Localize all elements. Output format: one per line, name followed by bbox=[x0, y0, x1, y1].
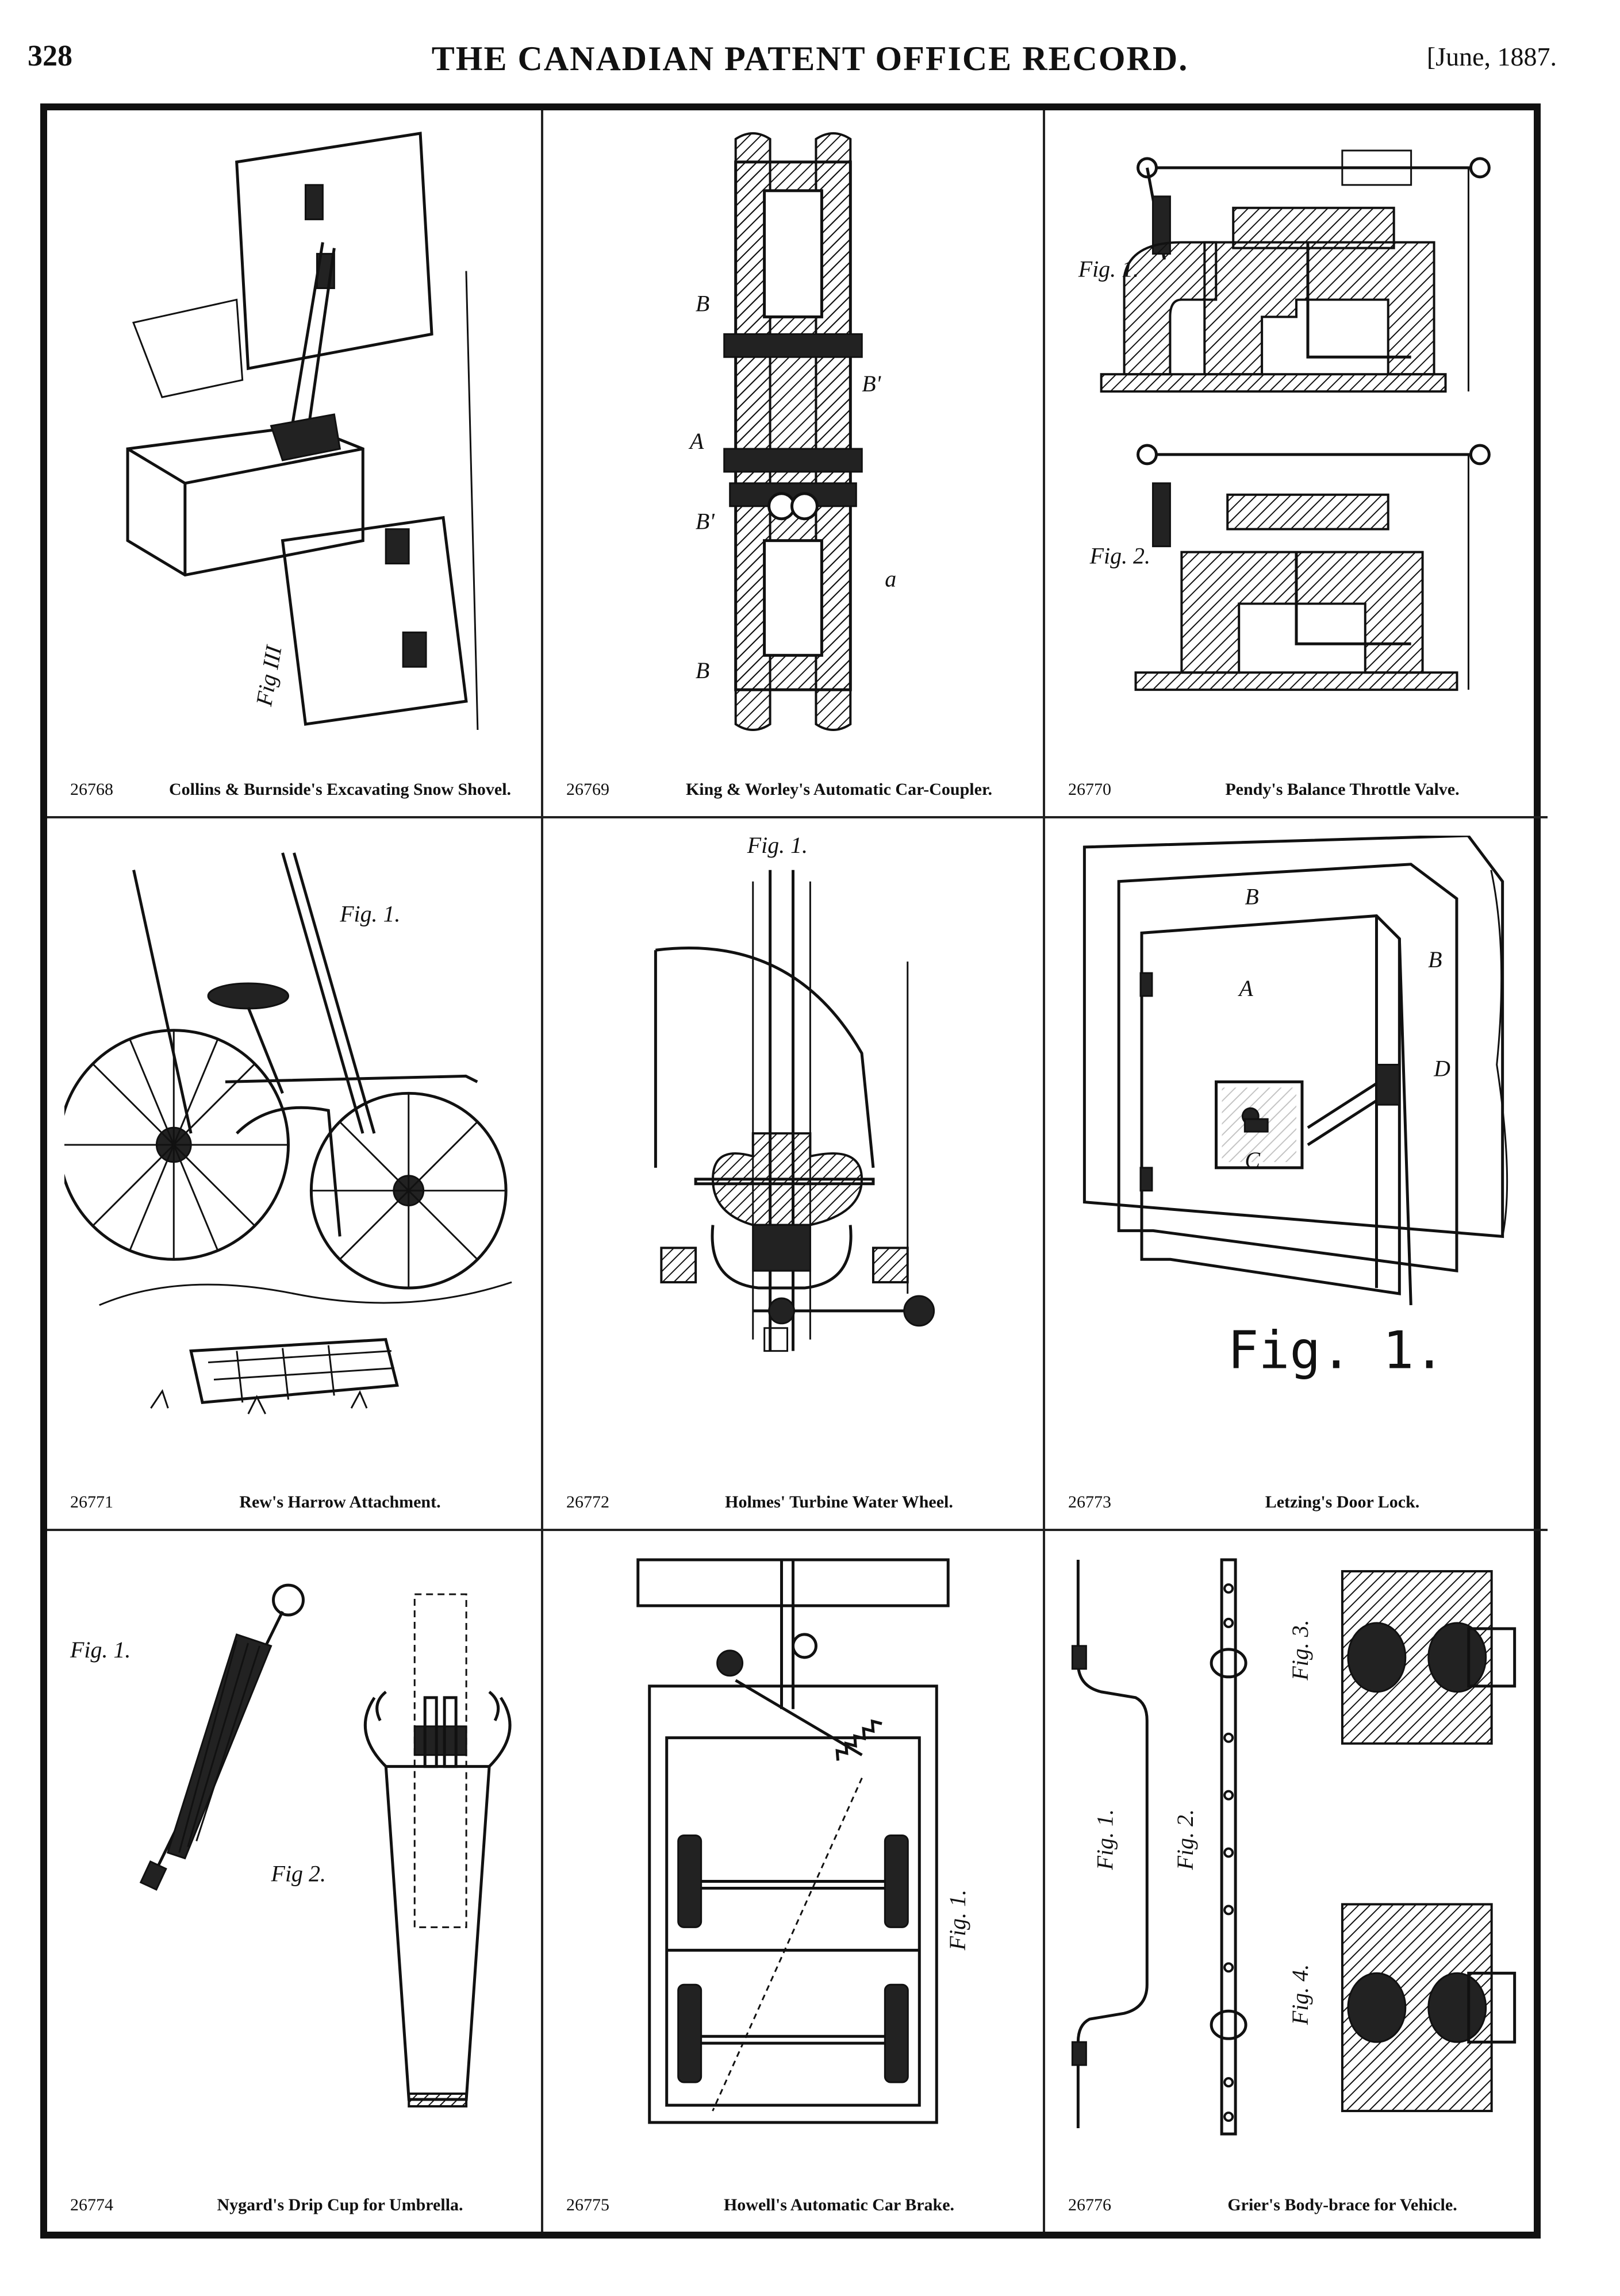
label-D: D bbox=[1433, 1055, 1450, 1081]
label-a: a bbox=[885, 566, 896, 591]
label-B-2: B bbox=[1428, 947, 1442, 972]
publication-title: THE CANADIAN PATENT OFFICE RECORD. bbox=[431, 40, 1189, 78]
patent-caption: 26769 King & Worley's Automatic Car-Coup… bbox=[566, 745, 1026, 800]
label-B-prime-2: B' bbox=[696, 509, 715, 534]
patent-drawing-snow-shovel: Fig III bbox=[64, 128, 524, 736]
patent-grid: Fig III 26768 Collins & Burnside's Excav… bbox=[47, 110, 1548, 2232]
patent-drawing-drip-cup: Fig. 1. Fig 2. bbox=[64, 1548, 524, 2151]
snow-shovel-svg: Fig III bbox=[126, 132, 479, 730]
fig-label: Fig. 2. bbox=[1089, 543, 1150, 569]
patent-number: 26769 bbox=[566, 780, 609, 799]
patent-cell-26769: B B' A B' a B 26769 King & Worley's Auto… bbox=[543, 110, 1045, 818]
patent-title: Howell's Automatic Car Brake. bbox=[723, 2195, 955, 2214]
fig-label: Fig. 1. bbox=[339, 901, 400, 926]
patent-drawing-turbine: Fig. 1. bbox=[561, 836, 1026, 1448]
fig-label: Fig. 3. bbox=[1287, 1620, 1313, 1680]
patent-drawing-car-brake: Fig. 1. bbox=[561, 1548, 1026, 2151]
patent-drawing-throttle-valve: Fig. 1. Fig. 2. bbox=[1062, 128, 1530, 736]
patent-drawing-car-coupler: B B' A B' a B bbox=[561, 128, 1026, 736]
patent-cell-26770: Fig. 1. Fig. 2. 26770 Pendy's Balance Th… bbox=[1045, 110, 1548, 818]
door-lock-svg: B B A C D Fig. 1. bbox=[1082, 836, 1508, 1381]
patent-cell-26773: B B A C D Fig. 1. 26773 Letzing's Door L… bbox=[1045, 818, 1548, 1531]
page-number: 328 bbox=[28, 40, 72, 72]
patent-title: Letzing's Door Lock. bbox=[1265, 1493, 1420, 1512]
harrow-svg: Fig. 1. bbox=[64, 852, 512, 1414]
patent-number: 26773 bbox=[1068, 1493, 1111, 1512]
car-coupler-svg: B B' A B' a B bbox=[688, 132, 896, 731]
patent-caption: 26771 Rew's Harrow Attachment. bbox=[70, 1457, 524, 1513]
patent-cell-26772: Fig. 1. bbox=[543, 818, 1045, 1531]
patent-cell-26775: Fig. 1. 26775 Howell's Automatic Car Bra… bbox=[543, 1531, 1045, 2232]
fig-label: Fig. 1. bbox=[1092, 1809, 1118, 1870]
patent-title: Nygard's Drip Cup for Umbrella. bbox=[217, 2195, 463, 2214]
label-B-2: B bbox=[696, 657, 709, 683]
patent-cell-26768: Fig III 26768 Collins & Burnside's Excav… bbox=[47, 110, 543, 818]
patent-drawing-harrow: Fig. 1. bbox=[64, 836, 524, 1448]
page-header: 328 THE CANADIAN PATENT OFFICE RECORD. [… bbox=[0, 0, 1620, 98]
patent-title: Pendy's Balance Throttle Valve. bbox=[1225, 780, 1460, 799]
label-B: B bbox=[1245, 884, 1258, 910]
turbine-svg: Fig. 1. bbox=[654, 836, 935, 1352]
fig-label: Fig. 1. bbox=[70, 1637, 130, 1663]
patent-number: 26775 bbox=[566, 2195, 609, 2214]
label-B-prime: B' bbox=[862, 371, 881, 397]
fig-label: Fig. 1. bbox=[1227, 1321, 1445, 1381]
drip-cup-svg: Fig. 1. Fig 2. bbox=[70, 1583, 512, 2107]
patent-caption: 26775 Howell's Automatic Car Brake. bbox=[566, 2160, 1026, 2216]
fig-label: Fig. 1. bbox=[1078, 256, 1139, 282]
patent-caption: 26768 Collins & Burnside's Excavating Sn… bbox=[70, 745, 524, 800]
label-A: A bbox=[1237, 975, 1253, 1001]
axle-lower bbox=[677, 1983, 909, 2083]
body-brace-svg: Fig. 1. Fig. 2. Fig. bbox=[1071, 1558, 1517, 2136]
plate-frame: Fig III 26768 Collins & Burnside's Excav… bbox=[40, 103, 1548, 2239]
patent-cell-26776: Fig. 1. Fig. 2. Fig. bbox=[1045, 1531, 1548, 2232]
patent-cell-26771: Fig. 1. 26771 Rew's Harrow Attachment. bbox=[47, 818, 543, 1531]
patent-drawing-body-brace: Fig. 1. Fig. 2. Fig. bbox=[1062, 1548, 1530, 2151]
fig-label: Fig III bbox=[251, 643, 287, 708]
patent-number: 26770 bbox=[1068, 780, 1111, 799]
fig-label: Fig. 1. bbox=[945, 1890, 970, 1951]
fig-label: Fig 2. bbox=[271, 1860, 326, 1886]
label-B: B bbox=[696, 290, 709, 316]
issue-date: [June, 1887. bbox=[1426, 42, 1557, 71]
fig-label: Fig. 2. bbox=[1172, 1809, 1198, 1870]
label-A: A bbox=[688, 428, 704, 454]
patent-number: 26774 bbox=[70, 2195, 113, 2214]
label-C: C bbox=[1245, 1147, 1260, 1173]
axle-upper bbox=[677, 1835, 909, 1928]
patent-number: 26771 bbox=[70, 1493, 113, 1512]
patent-caption: 26772 Holmes' Turbine Water Wheel. bbox=[566, 1457, 1026, 1513]
patent-number: 26768 bbox=[70, 780, 113, 799]
patent-title: Holmes' Turbine Water Wheel. bbox=[725, 1493, 953, 1512]
patent-number: 26772 bbox=[566, 1493, 609, 1512]
patent-title: Rew's Harrow Attachment. bbox=[239, 1493, 441, 1512]
fig-label: Fig. 4. bbox=[1287, 1964, 1313, 2025]
patent-caption: 26770 Pendy's Balance Throttle Valve. bbox=[1068, 745, 1530, 800]
patent-title: Grier's Body-brace for Vehicle. bbox=[1227, 2195, 1457, 2214]
patent-number: 26776 bbox=[1068, 2195, 1111, 2214]
patent-drawing-door-lock: B B A C D Fig. 1. bbox=[1062, 836, 1530, 1448]
patent-title: King & Worley's Automatic Car-Coupler. bbox=[685, 780, 993, 799]
patent-cell-26774: Fig. 1. Fig 2. 26774 Nygard's Drip Cup f… bbox=[47, 1531, 543, 2232]
patent-caption: 26776 Grier's Body-brace for Vehicle. bbox=[1068, 2160, 1530, 2216]
patent-caption: 26774 Nygard's Drip Cup for Umbrella. bbox=[70, 2160, 524, 2216]
patent-title: Collins & Burnside's Excavating Snow Sho… bbox=[168, 780, 512, 799]
fig-label: Fig. 1. bbox=[747, 836, 808, 858]
car-brake-svg: Fig. 1. bbox=[636, 1558, 970, 2124]
throttle-valve-svg: Fig. 1. Fig. 2. bbox=[1078, 149, 1491, 691]
patent-caption: 26773 Letzing's Door Lock. bbox=[1068, 1457, 1530, 1513]
